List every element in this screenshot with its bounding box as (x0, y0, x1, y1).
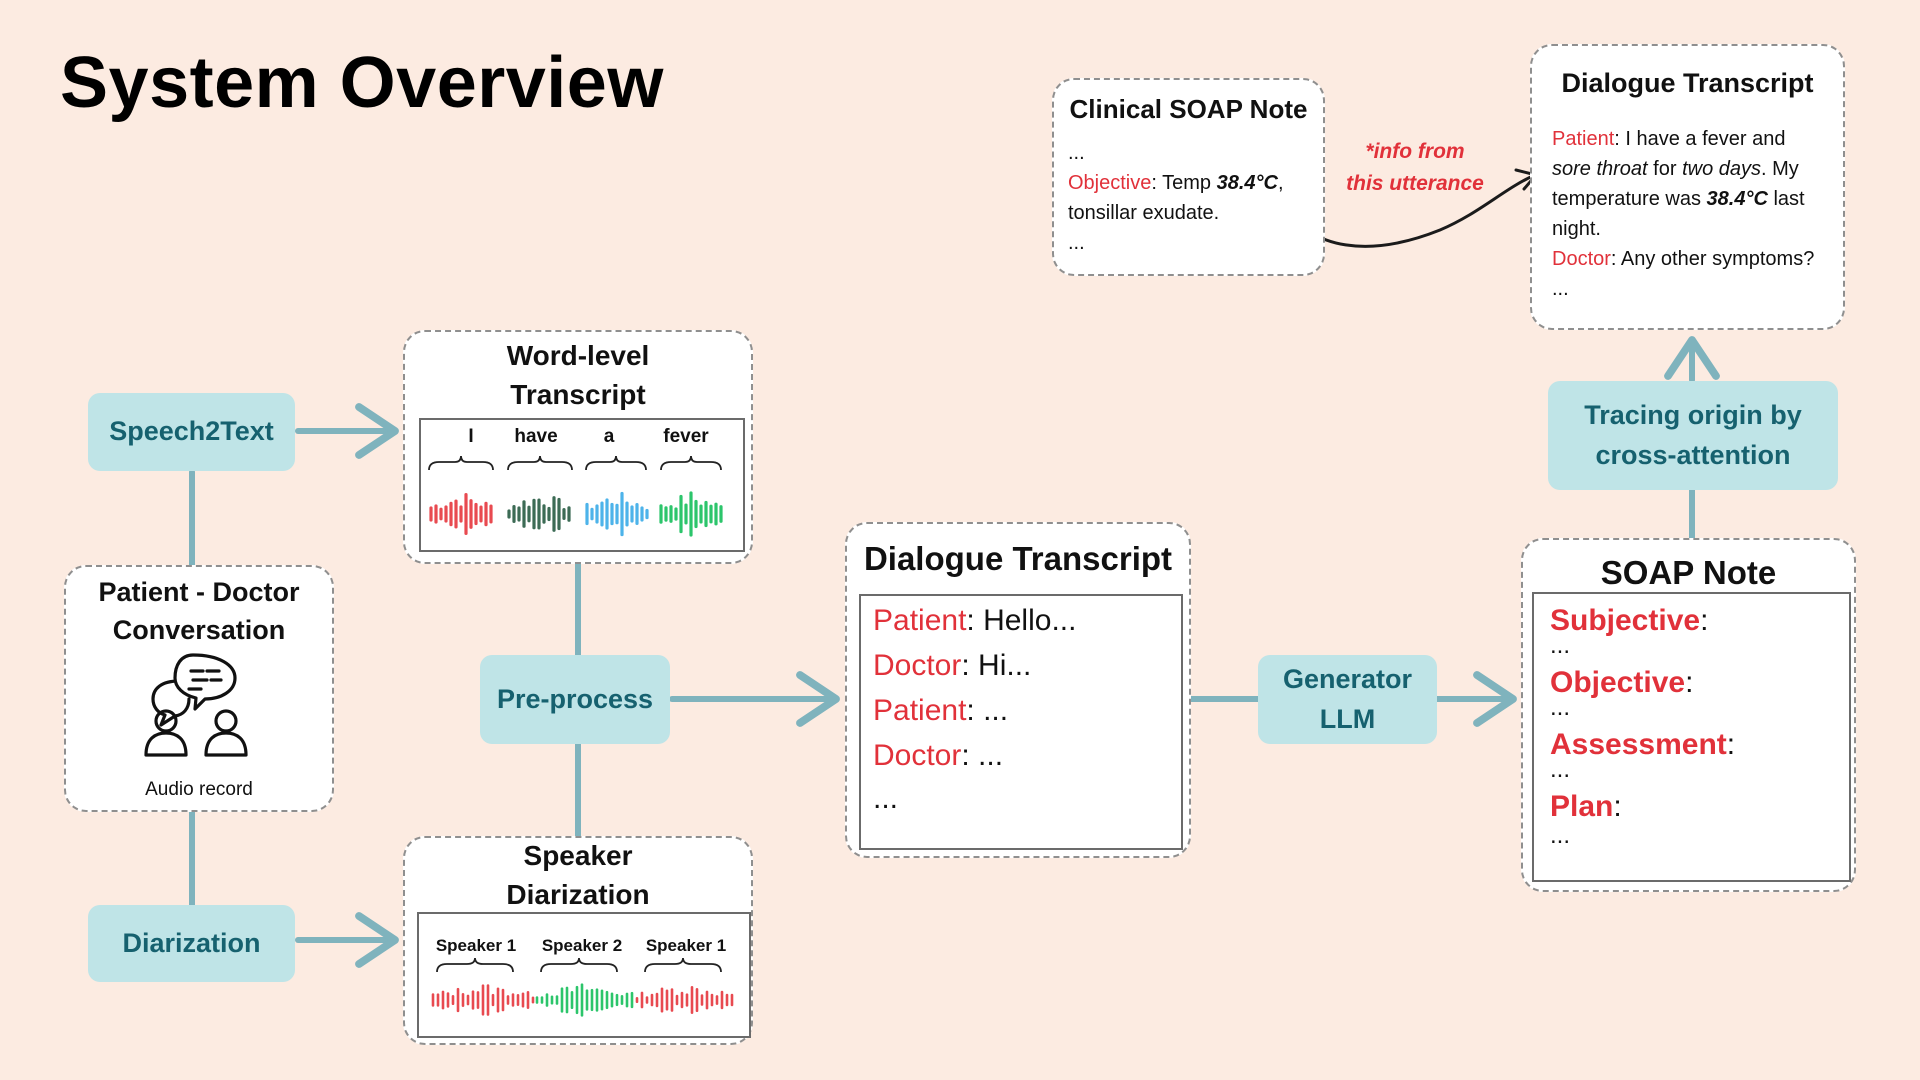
annotation-line1: *info from (1365, 140, 1465, 163)
word-label: fever (663, 426, 709, 447)
temp-prefix: : Temp (1151, 172, 1217, 194)
preprocess-button[interactable]: Pre-process (480, 655, 670, 744)
dialogue-line: Doctor: ... (873, 739, 1003, 773)
dialogue-tail: ... (873, 782, 899, 815)
soap-ellipsis: ... (1550, 694, 1571, 721)
soap-section: Plan: (1550, 790, 1622, 823)
conversation-title-line2: Conversation (112, 615, 286, 645)
soap-note-title: SOAP Note (1600, 554, 1777, 591)
utterance: . My (1761, 158, 1799, 180)
utterance: : ... (966, 694, 1009, 727)
dialogue-line: Patient: ... (873, 694, 1008, 728)
speaker-diarization-title-line1: Speaker (523, 840, 633, 871)
soap-section-label: Assessment (1550, 728, 1727, 761)
dialogue-line: Patient: Hello... (873, 604, 1076, 638)
utterance-emphasis: sore throat (1552, 158, 1648, 180)
clinical-soap-top-ellipsis: ... (1068, 142, 1085, 164)
dialogue-transcript-box: Dialogue Transcript Patient: Hello... Do… (845, 522, 1191, 858)
word-transcript-panel: I have a fever (419, 418, 745, 552)
word-transcript-title-line1: Word-level (506, 340, 650, 371)
dialogue-top-line: night. (1552, 218, 1601, 240)
word-transcript-title-line2: Transcript (510, 379, 646, 410)
tracing-line1: Tracing origin by (1584, 400, 1802, 431)
speaker-diarization-box: Speaker Diarization Speaker 1 Speaker 2 … (403, 836, 753, 1045)
utterance: : Hi... (961, 649, 1032, 682)
annotation-line2: this utterance (1346, 171, 1484, 195)
generator-line1: Generator (1282, 664, 1413, 695)
temp-suffix: , (1277, 172, 1284, 194)
dialogue-top-line: Doctor: Any other symptoms? (1552, 244, 1814, 274)
dialogue-transcript-panel: Patient: Hello... Doctor: Hi... Patient:… (859, 594, 1183, 850)
utterance: last (1767, 188, 1805, 210)
dialogue-top-body: Patient: I have a fever and sore throat … (1552, 124, 1814, 304)
soap-ellipsis: ... (1550, 756, 1571, 783)
speaker-waveform (431, 958, 734, 1017)
soap-section: Subjective: (1550, 604, 1709, 637)
conversation-box: Patient - Doctor Conversation Audio reco… (64, 565, 334, 812)
word-waveform (428, 455, 723, 537)
soap-section: Objective: (1550, 666, 1694, 699)
clinical-soap-line2: tonsillar exudate. (1068, 202, 1220, 224)
speech2text-button[interactable]: Speech2Text (88, 393, 295, 471)
conversation-title-line1: Patient - Doctor (98, 577, 300, 607)
utterance: temperature was (1552, 188, 1707, 210)
clinical-soap-bottom-ellipsis: ... (1068, 232, 1085, 254)
clinical-soap-title: Clinical SOAP Note (1069, 94, 1308, 124)
soap-section-label: Plan (1550, 790, 1614, 823)
speaker-name: Doctor (1552, 248, 1611, 270)
speaker-name: Doctor (873, 649, 962, 682)
dialogue-top-line: temperature was 38.4°C last (1552, 184, 1814, 214)
highlighted-value: 38.4°C (1706, 188, 1768, 210)
soap-section-label: Subjective (1550, 604, 1701, 637)
audio-record-caption: Audio record (145, 779, 253, 800)
soap-ellipsis: ... (1550, 822, 1571, 849)
tracing-origin-button[interactable]: Tracing origin by cross-attention (1548, 381, 1838, 490)
dialogue-top-title: Dialogue Transcript (1561, 68, 1814, 98)
speaker-name: Patient (873, 694, 967, 727)
diarization-button[interactable]: Diarization (88, 905, 295, 982)
utterance: : I have a fever and (1614, 128, 1786, 150)
generator-line2: LLM (1319, 703, 1376, 734)
speaker-diarization-title-line2: Diarization (506, 879, 650, 910)
speaker-name: Doctor (873, 739, 962, 772)
word-label: a (603, 426, 615, 447)
utterance: : ... (961, 739, 1004, 772)
utterance: : Any other symptoms? (1610, 248, 1815, 270)
soap-section: Assessment: (1550, 728, 1736, 761)
annotation-text: *info from this utterance (1330, 136, 1500, 199)
clinical-soap-objective-label: Objective (1068, 172, 1152, 194)
utterance-emphasis: two days (1682, 158, 1761, 180)
tracing-line2: cross-attention (1595, 439, 1791, 470)
soap-note-panel: Subjective: ... Objective: ... Assessmen… (1532, 592, 1851, 882)
speaker-label: Speaker 1 (645, 936, 727, 955)
word-transcript-box: Word-level Transcript I have a fever (403, 330, 753, 564)
dialogue-top-line: sore throat for two days. My (1552, 154, 1814, 184)
page-title: System Overview (60, 43, 664, 123)
dialogue-top-line: Patient: I have a fever and (1552, 124, 1814, 154)
word-label: I (468, 426, 474, 447)
soap-ellipsis: ... (1550, 632, 1571, 659)
temp-value: 38.4°C (1216, 172, 1278, 194)
utterance: for (1647, 158, 1683, 180)
word-label: have (514, 426, 558, 447)
soap-note-box: SOAP Note Subjective: ... Objective: ...… (1521, 538, 1856, 892)
dialogue-top-line: ... (1552, 278, 1569, 300)
speaker-label: Speaker 2 (541, 936, 623, 955)
dialogue-transcript-top-box: Dialogue Transcript Patient: I have a fe… (1530, 44, 1845, 330)
speaker-name: Patient (1552, 128, 1615, 150)
soap-section-label: Objective (1550, 666, 1686, 699)
dialogue-transcript-title: Dialogue Transcript (863, 540, 1173, 577)
chat-bubble-people-icon (144, 653, 248, 757)
clinical-soap-note-box: Clinical SOAP Note ... Objective: Temp 3… (1052, 78, 1325, 276)
speaker-name: Patient (873, 604, 967, 637)
speaker-label: Speaker 1 (435, 936, 517, 955)
speaker-diarization-panel: Speaker 1 Speaker 2 Speaker 1 (417, 912, 751, 1038)
utterance: : Hello... (966, 604, 1077, 637)
dialogue-line: Doctor: Hi... (873, 649, 1031, 683)
clinical-soap-objective-line: Objective: Temp 38.4°C, (1068, 172, 1284, 195)
generator-llm-button[interactable]: Generator LLM (1258, 655, 1437, 744)
